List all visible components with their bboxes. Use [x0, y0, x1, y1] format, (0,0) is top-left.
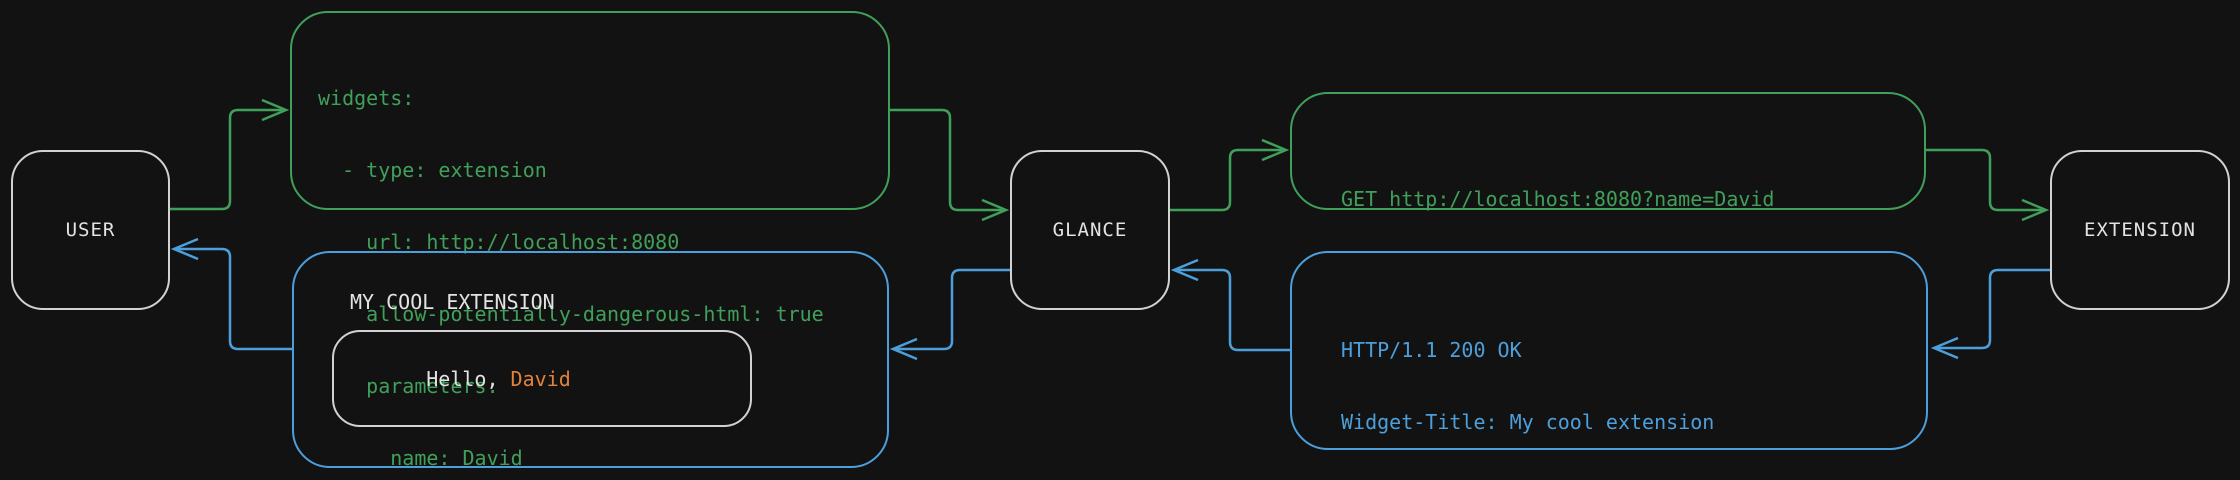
node-glance-label: GLANCE: [1052, 219, 1128, 241]
node-extension-label: EXTENSION: [2084, 219, 2196, 241]
response-line: HTTP/1.1 200 OK: [1341, 338, 1522, 362]
response-code: HTTP/1.1 200 OK Widget-Title: My cool ex…: [1341, 290, 1907, 480]
config-line: url: http://localhost:8080: [318, 230, 680, 254]
arrow-user-to-config: [170, 98, 290, 211]
arrow-glance-to-request: [1170, 138, 1290, 212]
arrow-extension-to-response: [1930, 268, 2050, 360]
node-glance: GLANCE: [1010, 150, 1170, 310]
widget-preview-title: MY COOL EXTENSION: [350, 290, 555, 314]
config-line: - type: extension: [318, 158, 547, 182]
response-box: [1290, 251, 1928, 450]
node-user: USER: [11, 150, 170, 310]
greeting-prefix: Hello,: [426, 366, 511, 391]
config-line: parameters:: [318, 374, 499, 398]
request-line: GET http://localhost:8080?name=David: [1341, 187, 1775, 211]
response-line: Widget-Title: My cool extension: [1341, 410, 1715, 434]
widget-greeting: Hello, David: [334, 343, 571, 415]
widget-greeting-box: Hello, David: [332, 330, 752, 427]
arrow-response-to-glance: [1170, 258, 1290, 352]
config-line: widgets:: [318, 86, 415, 110]
config-box: [290, 11, 890, 210]
arrow-glance-to-widget: [889, 268, 1010, 361]
config-line: allow-potentially-dangerous-html: true: [318, 302, 824, 326]
node-user-label: USER: [65, 219, 116, 241]
widget-preview-box: [292, 251, 889, 468]
arrow-config-to-glance: [890, 108, 1010, 222]
request-code: GET http://localhost:8080?name=David: [1341, 139, 1774, 259]
request-box: [1290, 92, 1926, 210]
arrow-request-to-extension: [1926, 148, 2050, 222]
node-extension: EXTENSION: [2050, 150, 2230, 310]
greeting-name: David: [510, 366, 571, 391]
arrow-widget-to-user: [170, 237, 292, 351]
